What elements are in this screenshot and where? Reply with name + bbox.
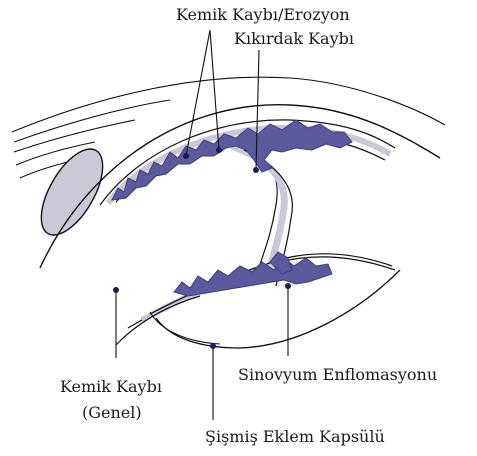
synovium-lower	[174, 258, 332, 296]
marker-erosion-2	[216, 147, 222, 153]
label-bone-erosion: Kemik Kaybı/Erozyon	[176, 5, 350, 24]
label-swollen-capsule: Şişmiş Eklem Kapsülü	[205, 427, 385, 446]
lower-bone	[116, 254, 395, 345]
label-bone-loss-general-line1: Kemik Kaybı	[60, 377, 162, 396]
marker-erosion-1	[183, 153, 189, 159]
marker-synovium	[285, 283, 291, 289]
marker-bone-loss	[113, 287, 119, 293]
upper-bone	[40, 105, 440, 286]
label-cartilage-loss: Kıkırdak Kaybı	[234, 29, 354, 48]
marker-cartilage	[253, 167, 259, 173]
pointer-lines	[116, 30, 288, 420]
label-synovial-inflammation: Sinovyum Enflomasyonu	[238, 365, 437, 384]
marker-capsule	[210, 343, 216, 349]
swollen-capsule-outline	[156, 270, 400, 348]
label-bone-loss-general-line2: (Genel)	[82, 403, 142, 422]
